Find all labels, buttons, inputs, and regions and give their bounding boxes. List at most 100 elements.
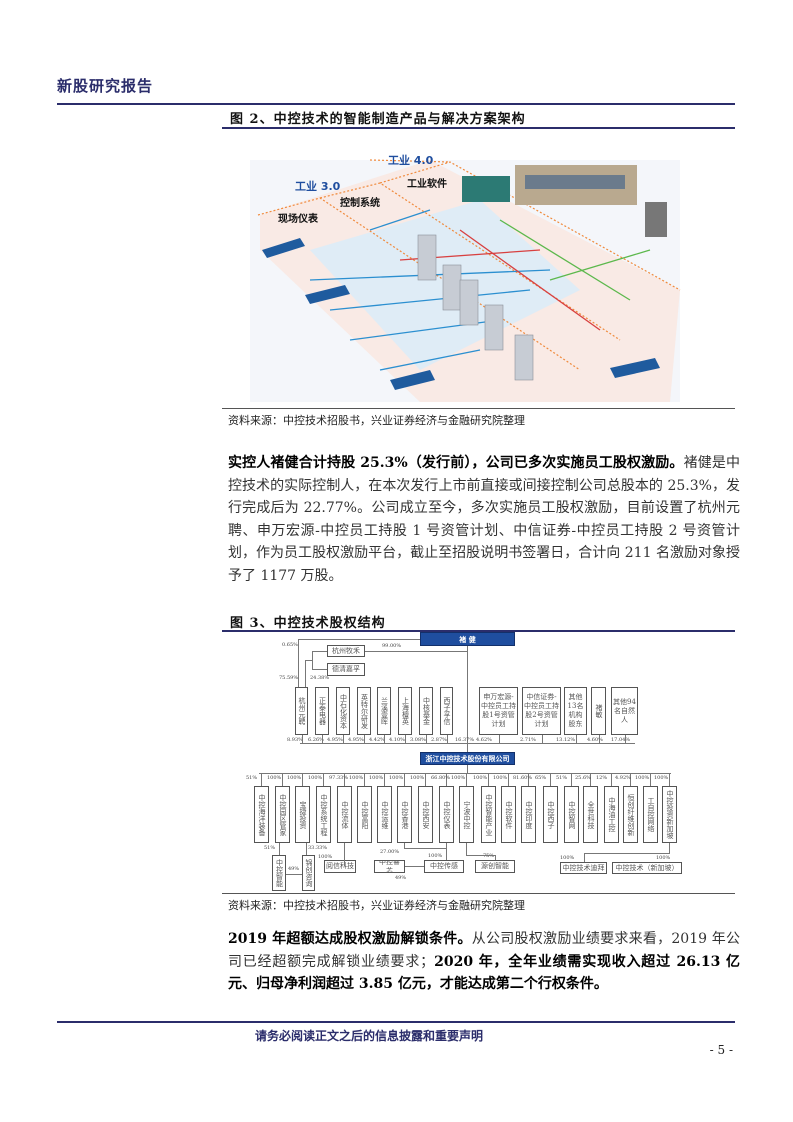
connector-line (364, 735, 365, 743)
connector-line (467, 646, 468, 752)
connector-line (624, 735, 626, 743)
second-level-box-label: 阅信科技 (326, 862, 354, 870)
pct-label: 24.38% (310, 675, 330, 681)
subsidiary-box-label: 中海油工控 (608, 797, 616, 832)
second-level-pct: 49% (395, 875, 407, 881)
figure2-source: 资料来源：中控技术招股书，兴业证券经济与金融研究院整理 (228, 414, 525, 427)
subsidiary-pct: 100% (451, 775, 466, 781)
subsidiary-pct: 100% (654, 775, 669, 781)
connector-line (584, 853, 670, 854)
subsidiary-box: 中控流体 (337, 786, 352, 843)
connector-line (466, 773, 467, 786)
second-level-box-label: 中控技术（新加坡） (615, 863, 679, 872)
subsidiary-box: 中控仪表 (439, 786, 454, 843)
subsidiary-box: 中控系统工程 (316, 786, 331, 843)
subsidiary-box-label: 中控投资新加坡 (666, 790, 674, 839)
connector-line (528, 773, 529, 786)
footer-rule (57, 1021, 735, 1023)
subsidiary-box-label: 中控西安 (422, 800, 430, 829)
shareholder-box: 兰溪壹晖 (377, 687, 391, 735)
controller-box-label: 褚 健 (459, 634, 476, 644)
label-field-instruments: 现场仪表 (278, 212, 319, 225)
connector-line (404, 843, 405, 848)
connector-line (261, 773, 262, 786)
connector-line (404, 848, 447, 849)
second-level-box-label: 中控技术迪拜 (562, 863, 605, 872)
connector-line (405, 866, 424, 867)
connector-line (302, 773, 303, 786)
shareholder-pct: 2.71% (520, 737, 536, 743)
shareholder-box-label: 西子孚信 (443, 697, 451, 725)
connector-line (630, 773, 631, 786)
subsidiary-box: 中控西安 (418, 786, 433, 843)
shareholder-pct: 13.12% (556, 737, 576, 743)
subsidiary-box-label: 中控仪表 (443, 800, 451, 829)
subsidiary-box: 中控印度 (521, 786, 536, 843)
figure2-bottom-rule (222, 408, 735, 409)
figure2-title: 图 2、中控技术的智能制造产品与解决方案架构 (230, 112, 526, 127)
subsidiary-pct: 100% (287, 775, 302, 781)
subsidiary-box: 中控智网 (564, 786, 579, 843)
shareholder-box: 中石化资本 (336, 687, 350, 735)
subsidiary-box: 中控西子 (543, 786, 558, 843)
shareholder-pct: 3.08% (410, 737, 426, 743)
connector-line (384, 773, 385, 786)
second-level-box-label: 中控传感 (430, 862, 458, 870)
connector-line (298, 639, 420, 640)
shareholder-pct: 8.93% (287, 737, 303, 743)
paragraph-unlock-2020: 2020 年，全年业绩需实现收入超过 26.13 亿元、归母净利润超过 3.85… (228, 953, 740, 993)
subsidiary-box-label: 中控富阳 (361, 800, 369, 829)
subsidiary-box: 中控软件 (501, 786, 516, 843)
second-level-pct: 75% (483, 853, 495, 859)
company-box: 浙江中控技术股份有限公司 (420, 752, 515, 765)
connector-line (300, 743, 635, 744)
connector-line (598, 735, 600, 743)
second-level-pct: 51% (264, 845, 276, 851)
footer-disclaimer: 请务必阅读正文之后的信息披露和重要声明 (255, 1029, 484, 1043)
second-level-pct: 33.33% (308, 845, 328, 851)
connector-line (298, 639, 299, 687)
subsidiary-box: 宝捷投资 (295, 786, 310, 843)
shareholder-box-label: 英特尔研发 (360, 693, 369, 729)
shareholder-box: 中核基金 (419, 687, 433, 735)
pct-jinchuang-zhineng: 49% (288, 866, 300, 872)
connector-line (446, 843, 447, 860)
subsidiary-box: 中控富阳 (357, 786, 372, 843)
second-level-box: 锦创咨询 (302, 855, 315, 891)
connector-line (669, 843, 670, 853)
shareholder-box-label: 正泰电器 (318, 697, 327, 725)
connector-line (541, 735, 543, 743)
subsidiary-box-label: 恒创纤维创新 (627, 793, 635, 836)
shareholder-box-label: 中核基金 (422, 697, 431, 725)
second-level-box: 中控技术迪拜 (560, 862, 607, 874)
report-header: 新股研究报告 (57, 77, 154, 95)
subsidiary-box: 中控园区管家 (275, 786, 290, 843)
figure3-bottom-rule (222, 893, 735, 894)
shareholder-box-label: 申万宏源-中控员工持股1号资管计划 (481, 693, 516, 728)
shareholder-pct: 4.62% (476, 737, 492, 743)
holding-mu-he-label: 杭州牧禾 (332, 646, 360, 655)
label-industry-4: 工业 4.0 (388, 153, 434, 167)
subsidiary-box-label: 中控运维 (381, 800, 389, 829)
paragraph-controller-lead: 实控人褚健合计持股 25.3%（发行前），公司已多次实施员工股权激励。 (228, 455, 684, 471)
label-industrial-software: 工业软件 (407, 177, 447, 190)
connector-line (305, 660, 306, 687)
figure2-title-rule (222, 127, 735, 129)
holding-mu-he: 杭州牧禾 (327, 645, 365, 657)
shareholder-box-label: 上海檀英 (401, 697, 410, 725)
subsidiary-pct: 65% (535, 775, 547, 781)
subsidiary-box-label: 工自控网络 (647, 797, 655, 832)
second-level-box: 中控技术（新加坡） (612, 862, 682, 874)
connector-line (650, 773, 651, 786)
connector-line (584, 853, 585, 862)
connector-line (323, 773, 324, 786)
second-level-box: 源创智能 (475, 860, 515, 873)
figure3-title: 图 3、中控技术股权结构 (230, 616, 386, 631)
holding-de-qing-jia-fu-label: 德清嘉孚 (332, 665, 360, 673)
pct-label: 75.59% (279, 675, 299, 681)
shareholder-box: 上海檀英 (398, 687, 412, 735)
subsidiary-box-label: 中控香港 (401, 800, 409, 829)
connector-line (495, 855, 496, 860)
subsidiary-box: 中控投资新加坡 (662, 786, 677, 843)
connector-line (508, 773, 509, 786)
